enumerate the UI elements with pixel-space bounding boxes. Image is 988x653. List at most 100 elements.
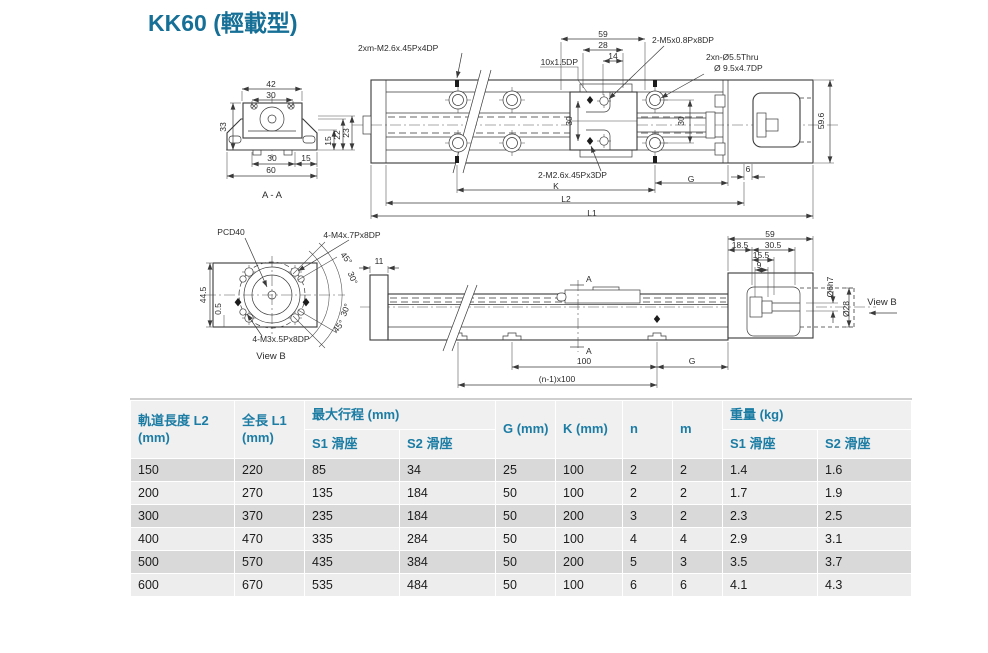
dim-label: 33 [218, 122, 228, 132]
sub-col-header: S1 滑座 [305, 430, 399, 458]
dim-label: 30° [338, 302, 352, 318]
cell: 470 [235, 528, 304, 550]
dim-label: A - A [262, 190, 283, 201]
dim-label: 2xm-M2.6x.45Px4DP [358, 43, 439, 53]
cell: 6 [623, 574, 672, 596]
flange-view-b [205, 237, 350, 349]
cell: 335 [305, 528, 399, 550]
page-title: KK60 (輕載型) [148, 10, 298, 36]
col-header: 軌道長度 L2 (mm) [131, 401, 234, 458]
cell: 200 [556, 505, 622, 527]
dim-label: 30 [267, 153, 277, 163]
cell: 1.7 [723, 482, 817, 504]
cell: 2.3 [723, 505, 817, 527]
dim-label: View B [256, 351, 285, 362]
cell: 6 [673, 574, 722, 596]
cell: 570 [235, 551, 304, 573]
dim-label: PCD40 [217, 227, 245, 237]
dim-label: Ø 9.5x4.7DP [714, 63, 763, 73]
dim-label: 42 [266, 79, 276, 89]
col-header: 最大行程 (mm) [305, 401, 495, 429]
dim-label: 45° [331, 318, 347, 334]
cell: 3.7 [818, 551, 911, 573]
dim-label: G [688, 174, 695, 184]
dim-label: A [586, 274, 592, 284]
cell: 85 [305, 459, 399, 481]
cell: 284 [400, 528, 495, 550]
cell: 3.5 [723, 551, 817, 573]
cell: 184 [400, 482, 495, 504]
dim-label: 2xn-Ø5.5Thru [706, 52, 759, 62]
dim-label: A [586, 346, 592, 356]
cell: 2 [623, 482, 672, 504]
section-view-aa [226, 86, 355, 179]
dim-label: 0.5 [213, 303, 223, 315]
dim-label: 15 [301, 153, 311, 163]
cell: 100 [556, 528, 622, 550]
cell: 2 [673, 482, 722, 504]
plan-view [352, 36, 838, 219]
cell: 2.9 [723, 528, 817, 550]
cell: 184 [400, 505, 495, 527]
dim-label: (n-1)x100 [539, 374, 576, 384]
cell: 300 [131, 505, 234, 527]
dim-label: 14 [608, 51, 618, 61]
dim-label: L1 [587, 208, 597, 218]
dim-label: Ø6h7 [825, 276, 835, 297]
cell: 500 [131, 551, 234, 573]
dim-label: 30 [266, 90, 276, 100]
dim-label: 30 [564, 116, 574, 126]
cell: 4 [623, 528, 672, 550]
col-header: K (mm) [556, 401, 622, 458]
cell: 384 [400, 551, 495, 573]
dim-label: 45° [338, 250, 354, 266]
dim-label: 28 [598, 40, 608, 50]
dim-label: 4-M3x.5Px8DP [252, 334, 309, 344]
cell: 100 [556, 574, 622, 596]
cell: 2.5 [818, 505, 911, 527]
cell: 25 [496, 459, 555, 481]
dim-label: 30.5 [765, 240, 782, 250]
dim-label: K [553, 181, 559, 191]
col-header: n [623, 401, 672, 458]
cell: 150 [131, 459, 234, 481]
cell: 4 [673, 528, 722, 550]
spec-table: 軌道長度 L2 (mm)全長 L1 (mm)最大行程 (mm)G (mm)K (… [130, 400, 912, 597]
cell: 435 [305, 551, 399, 573]
dim-label: 30° [346, 270, 360, 286]
dim-label: 23 [341, 128, 351, 138]
dim-label: 59.6 [816, 112, 826, 129]
dim-label: 59 [598, 29, 608, 39]
cell: 600 [131, 574, 234, 596]
cell: 2 [673, 505, 722, 527]
sub-col-header: S2 滑座 [400, 430, 495, 458]
cell: 50 [496, 528, 555, 550]
col-header: G (mm) [496, 401, 555, 458]
cell: 400 [131, 528, 234, 550]
cell: 50 [496, 482, 555, 504]
cell: 34 [400, 459, 495, 481]
dim-label: 2-M5x0.8Px8DP [652, 35, 714, 45]
cell: 2 [623, 459, 672, 481]
cell: 2 [673, 459, 722, 481]
cell: 50 [496, 505, 555, 527]
dim-label: 100 [577, 356, 591, 366]
cell: 3 [673, 551, 722, 573]
dim-label: G [689, 356, 696, 366]
dim-label: 15 [323, 136, 333, 146]
cell: 50 [496, 574, 555, 596]
cell: 1.6 [818, 459, 911, 481]
sub-col-header: S2 滑座 [818, 430, 911, 458]
cell: 670 [235, 574, 304, 596]
cell: 4.1 [723, 574, 817, 596]
dim-label: 4-M4x.7Px8DP [323, 230, 380, 240]
dim-label: 44.5 [198, 286, 208, 303]
dim-label: 6 [746, 164, 751, 174]
